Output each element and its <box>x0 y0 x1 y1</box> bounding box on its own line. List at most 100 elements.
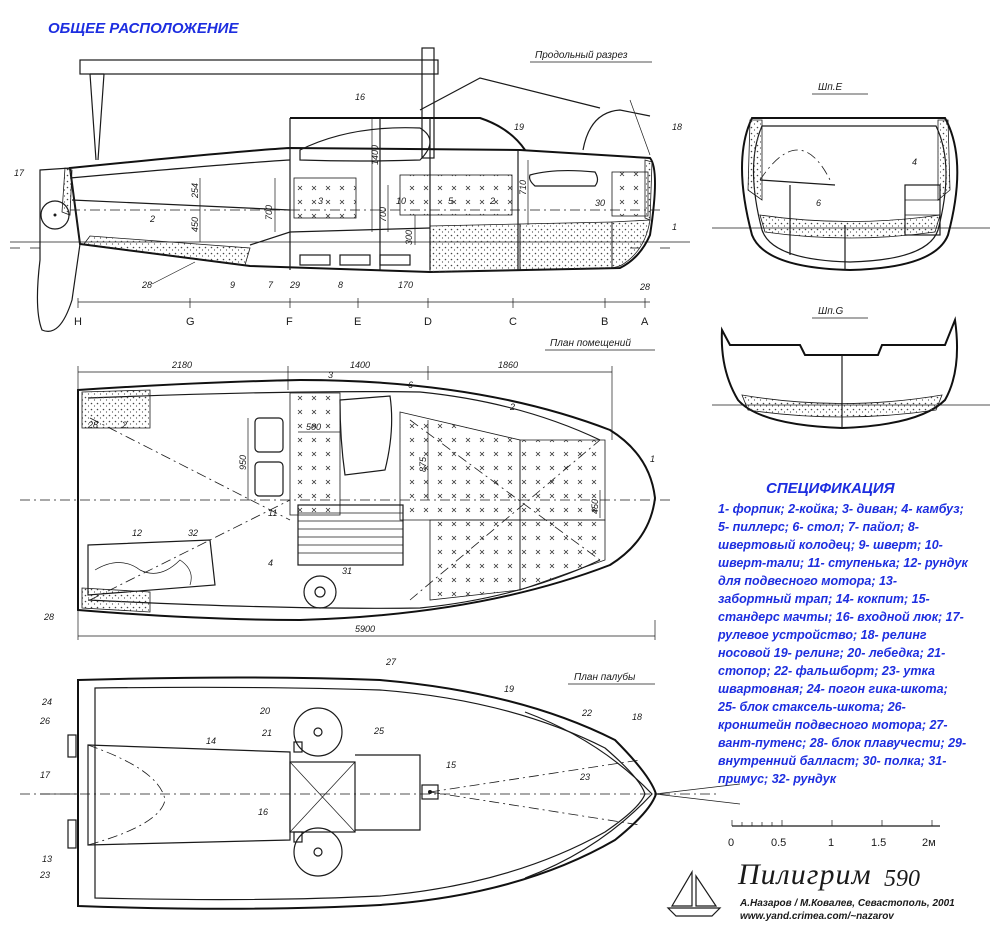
svg-text:3: 3 <box>318 196 323 206</box>
svg-text:450: 450 <box>190 217 200 232</box>
website-link[interactable]: www.yand.crimea.com/~nazarov <box>740 911 894 922</box>
profile-caption: Продольный разрез <box>535 50 628 61</box>
svg-text:16: 16 <box>355 92 365 102</box>
svg-text:2: 2 <box>509 402 515 412</box>
svg-text:0: 0 <box>728 837 734 849</box>
svg-text:30: 30 <box>595 198 605 208</box>
spec-text: 1- форпик; 2-койка; 3- диван; 4- камбуз;… <box>718 502 968 786</box>
svg-text:32: 32 <box>188 528 198 538</box>
svg-text:План палубы: План палубы <box>574 671 636 683</box>
section-e: Шп.E 4 6 <box>712 82 990 272</box>
station-label: B <box>601 316 608 328</box>
svg-text:11: 11 <box>268 508 277 518</box>
svg-text:450: 450 <box>590 499 600 514</box>
svg-text:18: 18 <box>632 712 642 722</box>
accommodation-plan: План помещений 2180 1400 1860 <box>20 338 670 640</box>
svg-text:16: 16 <box>258 807 268 817</box>
svg-text:4: 4 <box>268 558 273 568</box>
svg-text:2180: 2180 <box>171 360 192 370</box>
svg-text:1860: 1860 <box>498 360 518 370</box>
deck-plan: План палубы 27 <box>20 657 741 910</box>
sailboat-logo-icon <box>666 869 722 917</box>
svg-text:19: 19 <box>504 684 514 694</box>
svg-text:9: 9 <box>230 280 235 290</box>
svg-text:23: 23 <box>39 870 50 880</box>
svg-text:2: 2 <box>489 196 495 206</box>
svg-text:2м: 2м <box>922 837 936 849</box>
svg-text:14: 14 <box>206 736 216 746</box>
svg-text:24: 24 <box>41 697 52 707</box>
svg-text:27: 27 <box>385 657 397 667</box>
svg-text:28: 28 <box>141 280 152 290</box>
svg-text:1.5: 1.5 <box>871 837 886 849</box>
plan-hull <box>77 378 657 622</box>
svg-text:2: 2 <box>149 214 155 224</box>
svg-text:12: 12 <box>132 528 142 538</box>
svg-text:Шп.G: Шп.G <box>818 306 843 317</box>
svg-text:Шп.E: Шп.E <box>818 82 842 93</box>
spec-title: СПЕЦИФИКАЦИЯ <box>766 480 895 497</box>
svg-text:1400: 1400 <box>350 360 370 370</box>
svg-text:15: 15 <box>446 760 457 770</box>
station-labels: H G F E D C B A <box>74 316 649 328</box>
authors-line: А.Назаров / М.Ковалев, Севастополь, 2001 <box>740 898 955 909</box>
svg-text:25: 25 <box>373 726 385 736</box>
svg-text:1: 1 <box>828 837 834 849</box>
svg-text:29: 29 <box>289 280 300 290</box>
svg-text:21: 21 <box>261 728 272 738</box>
svg-text:875: 875 <box>418 456 428 472</box>
profile-hull <box>68 146 656 274</box>
brand-number: 590 <box>884 866 920 892</box>
svg-text:6: 6 <box>816 198 821 208</box>
scale-bar: 0 0.5 1 1.5 2м <box>728 820 940 849</box>
svg-text:13: 13 <box>42 854 52 864</box>
svg-text:19: 19 <box>514 122 524 132</box>
svg-text:1: 1 <box>672 222 677 232</box>
svg-text:18: 18 <box>672 122 682 132</box>
profile-callouts: 17 2 28 9 7 29 8 16 19 18 3 10 5 2 30 1 … <box>14 92 682 292</box>
deck-hull <box>77 676 658 910</box>
svg-text:254: 254 <box>190 183 200 199</box>
station-label: D <box>424 316 432 328</box>
svg-text:23: 23 <box>579 772 590 782</box>
deck-callouts: 27 24 26 20 21 14 17 16 25 15 19 22 18 2… <box>39 657 642 880</box>
svg-text:4: 4 <box>912 157 917 167</box>
plan-callouts: 28 2 3 6 2 1 12 32 11 4 31 28 <box>43 370 655 622</box>
svg-text:700: 700 <box>378 207 388 222</box>
svg-text:5: 5 <box>448 196 454 206</box>
svg-text:0.5: 0.5 <box>771 837 786 849</box>
svg-text:5900: 5900 <box>355 624 375 634</box>
svg-text:6: 6 <box>408 380 413 390</box>
svg-text:500: 500 <box>306 422 321 432</box>
station-ticks <box>77 298 646 308</box>
svg-text:2: 2 <box>121 420 127 430</box>
svg-text:1: 1 <box>650 454 655 464</box>
svg-text:170: 170 <box>398 280 413 290</box>
svg-text:22: 22 <box>581 708 592 718</box>
station-label: H <box>74 316 82 328</box>
svg-text:300: 300 <box>404 230 414 245</box>
boom <box>79 59 439 75</box>
svg-text:3: 3 <box>328 370 333 380</box>
station-label: E <box>354 316 361 328</box>
svg-text:1400: 1400 <box>370 145 380 165</box>
svg-text:План помещений: План помещений <box>550 338 631 349</box>
drawing-title: ОБЩЕЕ РАСПОЛОЖЕНИЕ <box>48 20 239 37</box>
svg-text:700: 700 <box>264 205 274 220</box>
svg-text:28: 28 <box>87 420 98 430</box>
svg-text:26: 26 <box>39 716 50 726</box>
svg-text:17: 17 <box>40 770 51 780</box>
station-label: C <box>509 316 517 328</box>
station-label: A <box>641 316 649 328</box>
svg-text:28: 28 <box>639 282 650 292</box>
svg-text:17: 17 <box>14 168 25 178</box>
svg-text:28: 28 <box>43 612 54 622</box>
svg-text:7: 7 <box>268 280 274 290</box>
svg-text:950: 950 <box>238 455 248 470</box>
svg-text:8: 8 <box>338 280 343 290</box>
svg-text:10: 10 <box>396 196 406 206</box>
profile-view: Продольный разрез <box>10 47 690 332</box>
rudder <box>36 167 81 332</box>
station-label: G <box>186 316 195 328</box>
